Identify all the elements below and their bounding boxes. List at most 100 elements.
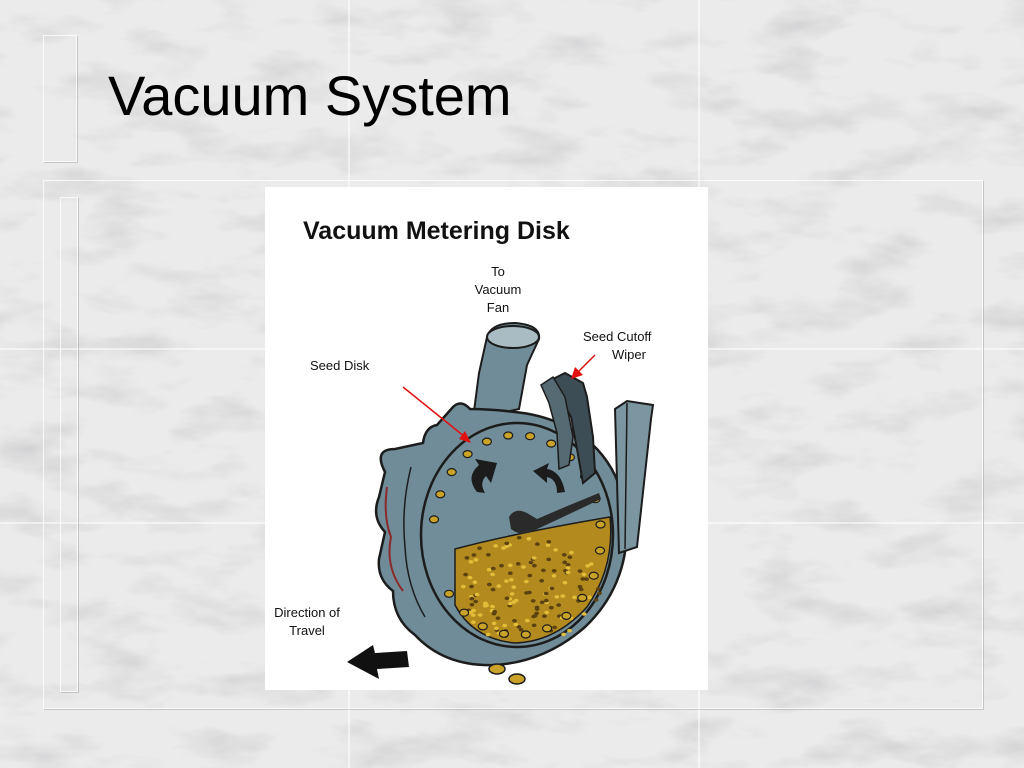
seed-speck bbox=[518, 628, 524, 632]
rotation-arrow-right bbox=[533, 463, 565, 493]
seed-speck bbox=[541, 568, 546, 573]
svg-text:Wiper: Wiper bbox=[612, 347, 647, 362]
seed-speck bbox=[543, 591, 549, 596]
seed-disk-pointer-head bbox=[459, 431, 471, 443]
seed-speck bbox=[486, 567, 492, 572]
tube-divider bbox=[624, 402, 628, 550]
seed-speck bbox=[534, 605, 540, 610]
seed-speck bbox=[546, 540, 552, 544]
direction-of-travel-label: Direction of Travel bbox=[274, 605, 340, 638]
seed-cell bbox=[435, 490, 446, 499]
seed-speck bbox=[561, 553, 567, 557]
seed-speck bbox=[504, 541, 510, 546]
seed-delivery-tube bbox=[613, 399, 655, 555]
seed-speck bbox=[543, 598, 549, 603]
seed-speck bbox=[569, 550, 574, 555]
seed-cell bbox=[428, 515, 440, 524]
seed-speck bbox=[539, 579, 545, 583]
seed-speck bbox=[584, 577, 589, 581]
seed-speck bbox=[504, 579, 509, 583]
seed-speck bbox=[486, 582, 492, 587]
seed-speck bbox=[473, 599, 479, 604]
seed-speck bbox=[516, 625, 522, 629]
seed-speck bbox=[513, 598, 519, 603]
seed-cell bbox=[443, 589, 455, 598]
seed-cutoff-wiper-blade bbox=[540, 375, 574, 471]
disk-hub bbox=[509, 493, 601, 534]
seed-speck bbox=[556, 603, 562, 607]
seed-speck bbox=[499, 563, 504, 568]
svg-text:Direction of: Direction of bbox=[274, 605, 340, 620]
seed-speck bbox=[560, 594, 566, 598]
seed-cell bbox=[561, 611, 572, 620]
seed-speck bbox=[595, 587, 601, 591]
seed-speck bbox=[551, 569, 557, 573]
seed-speck bbox=[507, 563, 513, 568]
seed-speck bbox=[471, 620, 476, 624]
seed-speck bbox=[597, 591, 602, 596]
seed-speck bbox=[477, 546, 482, 550]
seed-speck bbox=[512, 619, 517, 623]
seed-speck bbox=[495, 616, 501, 620]
seed-speck bbox=[581, 612, 587, 616]
seed-speck bbox=[486, 553, 491, 557]
svg-text:Seed Cutoff: Seed Cutoff bbox=[583, 329, 652, 344]
seed-cutoff-wiper-label: Seed Cutoff Wiper bbox=[583, 329, 652, 362]
seed-cell bbox=[459, 608, 470, 617]
svg-text:To: To bbox=[491, 264, 505, 279]
seed-speck bbox=[532, 614, 538, 618]
seed-speck bbox=[549, 586, 555, 591]
seed-speck bbox=[490, 587, 496, 592]
seed-speck bbox=[493, 544, 499, 548]
seed-cell bbox=[477, 622, 488, 631]
cutoff-wiper-pointer-head bbox=[571, 367, 583, 379]
dropped-seed bbox=[508, 673, 526, 685]
seed-speck bbox=[539, 600, 545, 605]
seed-speck bbox=[469, 602, 475, 607]
seed-cell bbox=[498, 629, 509, 638]
dropped-seed bbox=[488, 663, 506, 675]
svg-text:Vacuum: Vacuum bbox=[475, 282, 522, 297]
seed-speck bbox=[523, 579, 529, 584]
vacuum-fan-label: To Vacuum Fan bbox=[475, 264, 522, 315]
seed-speck bbox=[565, 563, 571, 567]
seed-speck bbox=[580, 577, 586, 581]
figure-heading: Vacuum Metering Disk bbox=[303, 217, 570, 245]
vacuum-fan-tube-opening bbox=[486, 325, 540, 349]
seed-speck bbox=[491, 621, 497, 626]
seed-speck bbox=[474, 592, 480, 597]
seed-speck bbox=[542, 614, 547, 618]
seed-cell bbox=[546, 439, 557, 448]
seed-cell bbox=[481, 437, 492, 446]
housing-flange bbox=[384, 486, 404, 592]
seed-speck bbox=[527, 573, 533, 578]
seed-speck bbox=[502, 623, 508, 628]
slide-title: Vacuum System bbox=[108, 64, 512, 127]
seed-speck bbox=[551, 574, 557, 578]
svg-text:Travel: Travel bbox=[289, 623, 325, 638]
seed-speck bbox=[553, 548, 558, 552]
seed-speck bbox=[572, 595, 577, 600]
seed-disk-pointer bbox=[402, 386, 466, 438]
seed-speck bbox=[496, 584, 502, 588]
seed-speck bbox=[491, 611, 497, 616]
seed-speck bbox=[501, 546, 506, 550]
seed-speck bbox=[535, 542, 540, 546]
vacuum-metering-disk-figure: Vacuum Metering Disk To Vacuum Fan Seed … bbox=[265, 187, 708, 690]
seed-speck bbox=[581, 572, 587, 577]
rotation-arrow-left bbox=[471, 459, 497, 493]
seed-speck bbox=[531, 556, 537, 560]
svg-text:Fan: Fan bbox=[487, 300, 509, 315]
seed-speck bbox=[467, 575, 473, 580]
seed-speckles bbox=[459, 535, 602, 638]
seed-speck bbox=[511, 585, 517, 589]
seed-speck bbox=[490, 572, 495, 577]
seed-speck bbox=[468, 560, 474, 564]
seed-speck bbox=[470, 613, 476, 617]
seed-speck bbox=[577, 584, 583, 589]
seed-speck bbox=[565, 570, 571, 575]
seed-speck bbox=[490, 604, 495, 609]
seed-cell bbox=[446, 468, 457, 477]
seed-speck bbox=[507, 571, 513, 575]
seed-speck bbox=[524, 591, 529, 595]
